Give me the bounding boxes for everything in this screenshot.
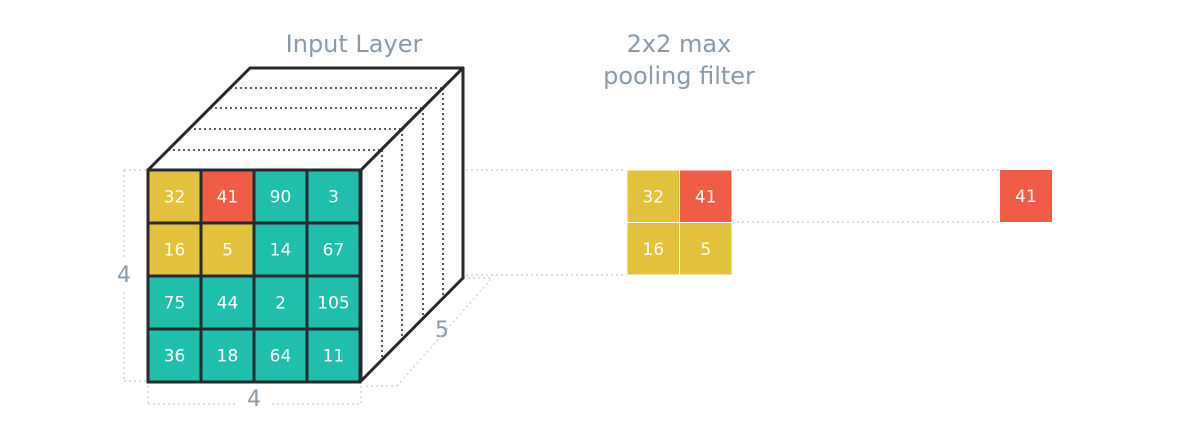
filter-cell-1-1 (679, 222, 733, 276)
input-value-2-2: 2 (275, 294, 286, 314)
filter-label-line-1: 2x2 max (627, 30, 732, 58)
filter-label-line-2: pooling filter (603, 62, 755, 90)
input-cell-2-2 (252, 274, 309, 331)
input-cell-1-2 (252, 221, 309, 278)
input-value-3-0: 36 (164, 347, 186, 367)
depth-slice-lines (168, 87, 444, 360)
input-value-1-2: 14 (270, 241, 292, 261)
input-cell-3-3 (305, 327, 362, 384)
input-value-3-3: 11 (323, 347, 345, 367)
input-value-1-1: 5 (222, 241, 233, 261)
filter-cell-1-0 (626, 222, 680, 276)
width-dim-label: 4 (247, 387, 261, 412)
output-value: 41 (1015, 187, 1037, 207)
input-cell-3-1 (199, 327, 256, 384)
input-cell-1-0 (146, 221, 203, 278)
output-cell (1000, 170, 1052, 222)
input-cell-3-0 (146, 327, 203, 384)
pooling-output: 41 (1000, 170, 1052, 222)
filter-value-0-0: 32 (642, 187, 664, 207)
input-value-0-1: 41 (217, 188, 239, 208)
input-cell-3-2 (252, 327, 309, 384)
input-value-3-1: 18 (217, 347, 239, 367)
input-cell-2-0 (146, 274, 203, 331)
height-dim-label: 4 (117, 263, 131, 288)
input-value-0-3: 3 (328, 188, 339, 208)
input-value-0-2: 90 (270, 188, 292, 208)
input-layer-title: Input Layer (286, 30, 423, 58)
pooling-filter-grid: 32 41 16 5 (626, 169, 733, 276)
input-value-0-0: 32 (164, 188, 186, 208)
filter-value-1-0: 16 (642, 240, 664, 260)
input-value-1-3: 67 (323, 241, 345, 261)
input-cell-2-3 (305, 274, 362, 331)
input-value-2-0: 75 (164, 294, 186, 314)
input-value-2-1: 44 (217, 294, 239, 314)
filter-cell-0-1 (679, 169, 733, 223)
dimension-guides (123, 169, 1000, 405)
input-value-2-3: 105 (317, 294, 349, 314)
depth-dim-label: 5 (435, 318, 449, 343)
input-value-3-2: 64 (270, 347, 292, 367)
filter-value-1-1: 5 (700, 240, 711, 260)
input-volume-cube (146, 66, 465, 383)
filter-value-0-1: 41 (695, 187, 717, 207)
input-value-1-0: 16 (164, 241, 186, 261)
input-cell-0-3 (305, 168, 362, 225)
input-grid: 32 41 90 3 16 5 14 67 75 44 2 105 36 18 64 11 (146, 168, 362, 384)
